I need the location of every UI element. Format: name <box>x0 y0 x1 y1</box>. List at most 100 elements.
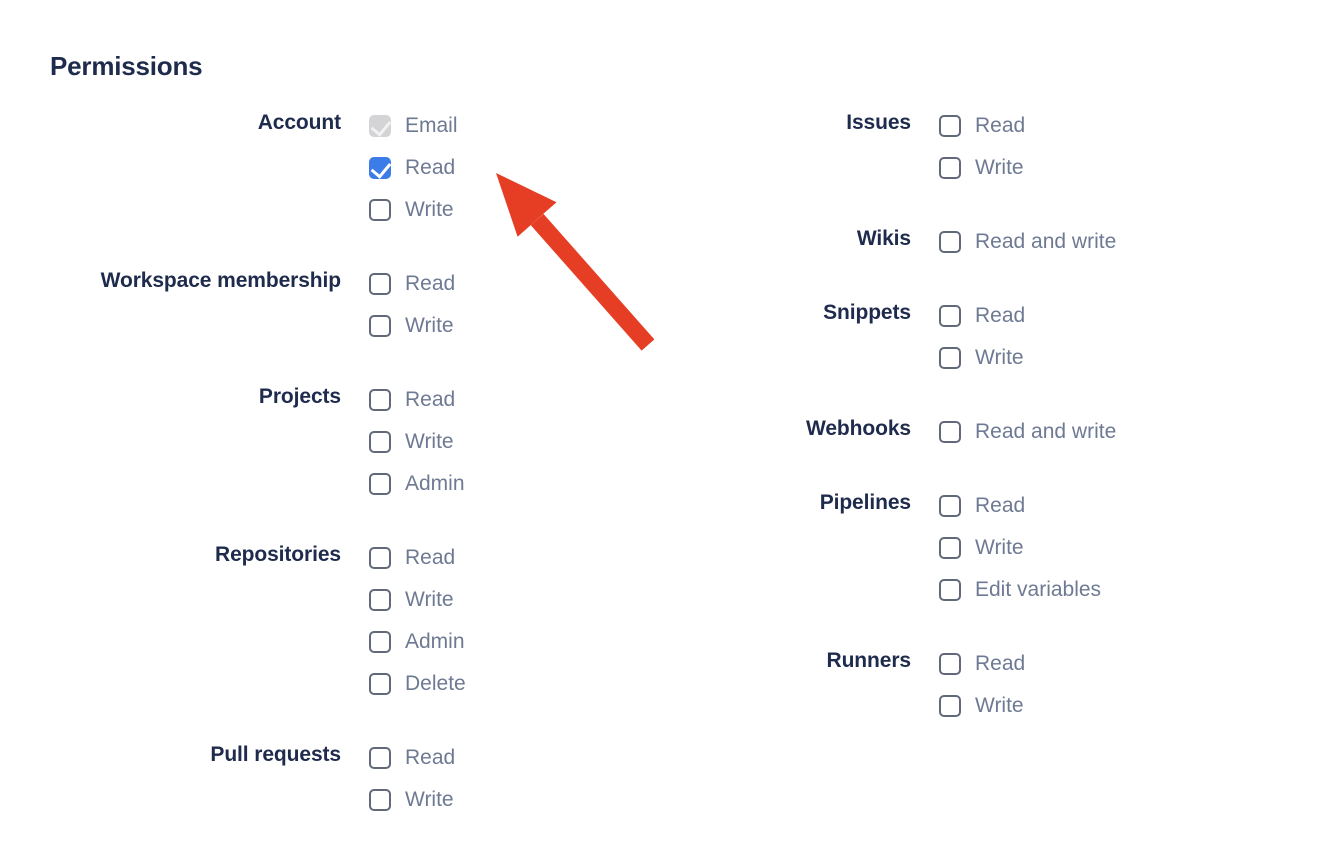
permission-option-row[interactable]: Admin <box>369 621 660 663</box>
permission-option-row[interactable]: Read and write <box>939 221 1270 263</box>
checkmark-icon <box>370 115 392 137</box>
permission-option-label: Admin <box>405 630 465 653</box>
permission-option-label: Write <box>405 314 454 337</box>
checkbox-unchecked-icon[interactable] <box>939 421 961 443</box>
permission-option-row[interactable]: Write <box>939 337 1270 379</box>
checkbox-unchecked-icon[interactable] <box>939 157 961 179</box>
checkbox-unchecked-icon[interactable] <box>939 579 961 601</box>
permission-group: Webhooks Read and write <box>610 411 1270 453</box>
permission-option-label: Read and write <box>975 230 1117 253</box>
checkbox-unchecked-icon[interactable] <box>369 789 391 811</box>
checkbox-unchecked-icon[interactable] <box>369 589 391 611</box>
checkbox-unchecked-icon[interactable] <box>369 199 391 221</box>
permission-option-row[interactable]: Edit variables <box>939 569 1270 611</box>
checkbox-unchecked-icon[interactable] <box>369 389 391 411</box>
permission-option-label: Admin <box>405 472 465 495</box>
permission-group-label: Webhooks <box>806 417 911 440</box>
permission-group-label: Wikis <box>856 227 911 250</box>
permission-option-row[interactable]: Write <box>369 421 660 463</box>
permission-option-label: Read <box>405 272 456 295</box>
permission-group-label: Pipelines <box>819 491 911 514</box>
permission-option-label: Read <box>975 652 1026 675</box>
permission-option-row[interactable]: Email <box>369 105 660 147</box>
permission-option-row[interactable]: Write <box>939 685 1270 727</box>
permission-group-label: Repositories <box>215 543 341 566</box>
checkbox-unchecked-icon[interactable] <box>939 231 961 253</box>
permission-option-row[interactable]: Read and write <box>939 411 1270 453</box>
checkbox-unchecked-icon[interactable] <box>939 537 961 559</box>
permission-option-row[interactable]: Read <box>369 737 660 779</box>
permission-option-row[interactable]: Read <box>369 379 660 421</box>
permission-option-row[interactable]: Write <box>939 147 1270 189</box>
permission-option-row[interactable]: Read <box>939 485 1270 527</box>
permission-option-row[interactable]: Read <box>369 147 660 189</box>
permission-option-label: Read <box>405 546 456 569</box>
permission-option-label: Write <box>975 346 1024 369</box>
permission-option-label: Write <box>405 588 454 611</box>
checkbox-unchecked-icon[interactable] <box>939 305 961 327</box>
permission-group-label: Runners <box>826 649 912 672</box>
checkbox-unchecked-icon[interactable] <box>369 673 391 695</box>
permission-option-label: Read and write <box>975 420 1117 443</box>
permission-option-row[interactable]: Write <box>369 189 660 231</box>
permission-option-label: Read <box>975 114 1026 137</box>
permission-option-label: Write <box>975 694 1024 717</box>
permission-option-label: Read <box>975 494 1026 517</box>
permission-option-list: Read and write <box>911 221 1270 263</box>
checkbox-unchecked-icon[interactable] <box>369 547 391 569</box>
permission-option-label: Read <box>405 388 456 411</box>
permission-group-label: Workspace membership <box>100 269 341 292</box>
permission-group-label: Snippets <box>823 301 911 324</box>
permission-option-row[interactable]: Write <box>939 527 1270 569</box>
checkbox-unchecked-icon[interactable] <box>939 653 961 675</box>
checkbox-unchecked-icon[interactable] <box>369 631 391 653</box>
permission-group-label: Projects <box>258 385 341 408</box>
permission-option-row[interactable]: Read <box>939 643 1270 685</box>
permission-option-row[interactable]: Read <box>369 537 660 579</box>
checkbox-unchecked-icon[interactable] <box>369 431 391 453</box>
permission-group-label: Pull requests <box>210 743 341 766</box>
page-title: Permissions <box>50 51 203 81</box>
permission-option-label: Write <box>405 198 454 221</box>
checkmark-icon <box>370 157 392 179</box>
checkbox-checked-icon[interactable] <box>369 157 392 179</box>
permission-option-row[interactable]: Delete <box>369 663 660 705</box>
permission-option-row[interactable]: Read <box>939 295 1270 337</box>
permission-option-row[interactable]: Write <box>369 579 660 621</box>
permission-option-row[interactable]: Write <box>369 779 660 821</box>
permission-option-row[interactable]: Read <box>369 263 660 305</box>
checkbox-unchecked-icon[interactable] <box>939 695 961 717</box>
checkbox-unchecked-icon[interactable] <box>369 315 391 337</box>
checkbox-unchecked-icon[interactable] <box>939 347 961 369</box>
permission-option-label: Write <box>975 536 1024 559</box>
permission-option-label: Write <box>405 430 454 453</box>
checkbox-unchecked-icon[interactable] <box>369 273 391 295</box>
permission-group-label: Account <box>257 111 341 134</box>
checkbox-unchecked-icon[interactable] <box>939 495 961 517</box>
permission-option-row[interactable]: Admin <box>369 463 660 505</box>
permission-option-row[interactable]: Read <box>939 105 1270 147</box>
permission-option-label: Read <box>405 746 456 769</box>
checkbox-unchecked-icon[interactable] <box>369 473 391 495</box>
permission-option-list: Read and write <box>911 411 1270 453</box>
permission-option-row[interactable]: Write <box>369 305 660 347</box>
checkbox-unchecked-icon[interactable] <box>369 747 391 769</box>
checkbox-unchecked-icon[interactable] <box>939 115 961 137</box>
